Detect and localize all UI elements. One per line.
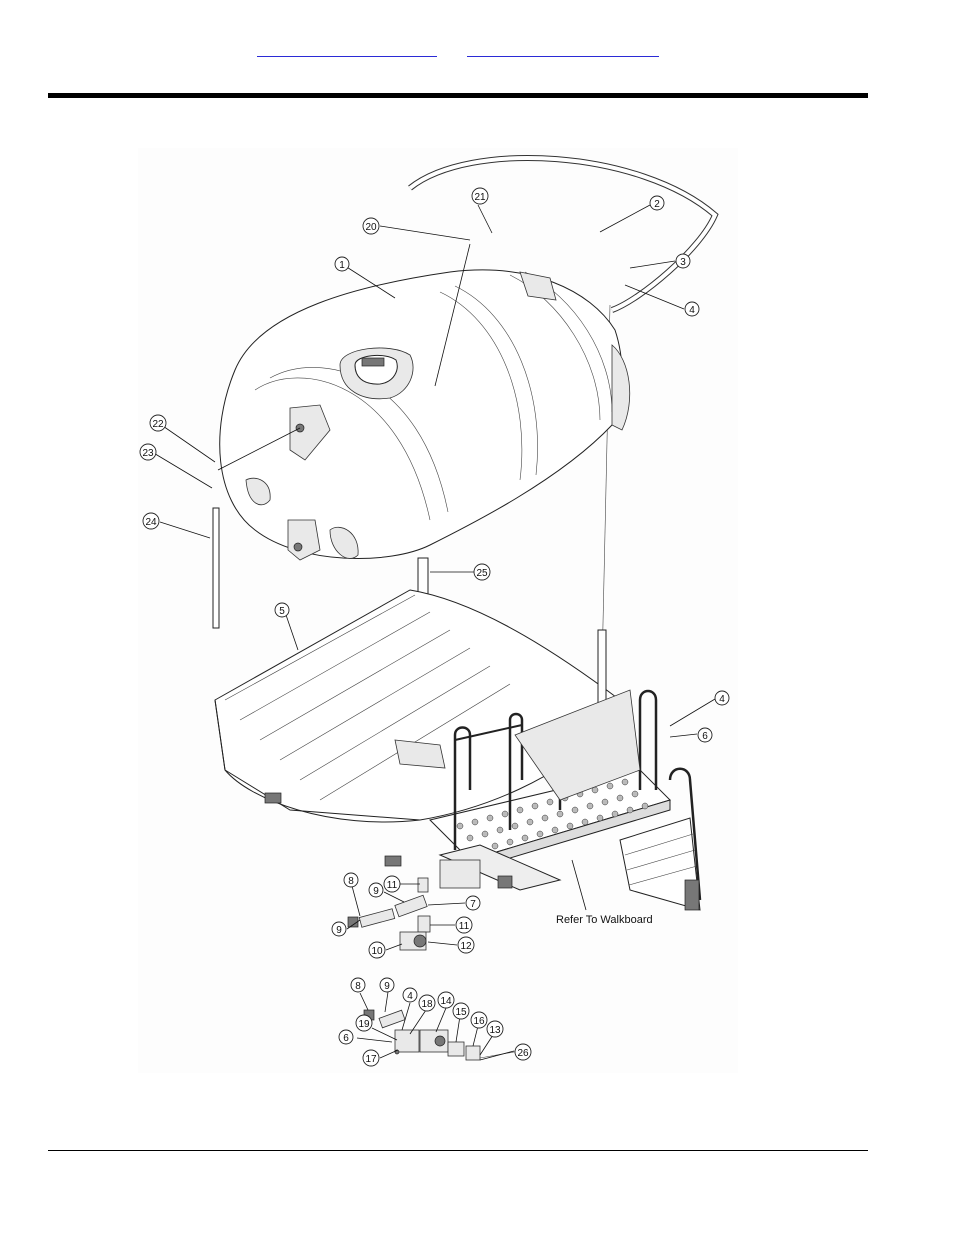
callout-9-mid: 9: [332, 922, 346, 936]
svg-text:13: 13: [489, 1025, 501, 1036]
svg-text:26: 26: [517, 1048, 529, 1059]
callout-9-upper: 9: [369, 883, 383, 897]
svg-text:9: 9: [384, 981, 390, 992]
svg-text:3: 3: [680, 257, 686, 268]
svg-text:18: 18: [421, 999, 433, 1010]
callout-4-lower: 4: [403, 988, 417, 1002]
callout-4-upper: 4: [685, 302, 699, 316]
svg-text:23: 23: [142, 448, 154, 459]
svg-text:4: 4: [689, 305, 695, 316]
callout-23: 23: [140, 444, 156, 460]
svg-text:20: 20: [365, 222, 377, 233]
svg-text:2: 2: [654, 199, 660, 210]
callout-9-lower: 9: [380, 978, 394, 992]
svg-text:4: 4: [407, 991, 413, 1002]
callout-22: 22: [150, 415, 166, 431]
svg-text:25: 25: [476, 568, 488, 579]
svg-text:10: 10: [371, 946, 383, 957]
svg-text:21: 21: [474, 192, 486, 203]
callout-12: 12: [458, 937, 474, 953]
svg-text:9: 9: [373, 886, 379, 897]
callout-13: 13: [487, 1021, 503, 1037]
callout-6-lower: 6: [339, 1030, 353, 1044]
svg-text:12: 12: [460, 941, 472, 952]
callout-15: 15: [453, 1003, 469, 1019]
callout-6-mid: 6: [698, 728, 712, 742]
callout-14: 14: [438, 992, 454, 1008]
callout-17: 17: [363, 1050, 379, 1066]
callout-8-lower: 8: [351, 978, 365, 992]
svg-text:16: 16: [473, 1016, 485, 1027]
svg-text:14: 14: [440, 996, 452, 1007]
svg-text:1: 1: [339, 260, 345, 271]
callout-7: 7: [466, 896, 480, 910]
svg-text:6: 6: [343, 1033, 349, 1044]
svg-text:22: 22: [152, 419, 164, 430]
svg-text:9: 9: [336, 925, 342, 936]
callout-19: 19: [356, 1015, 372, 1031]
callout-4-mid: 4: [715, 691, 729, 705]
svg-text:8: 8: [348, 876, 354, 887]
callout-11-mid: 11: [456, 917, 472, 933]
callout-26: 26: [515, 1044, 531, 1060]
callout-24: 24: [143, 513, 159, 529]
callout-3: 3: [676, 254, 690, 268]
svg-text:7: 7: [470, 899, 476, 910]
svg-text:19: 19: [358, 1019, 370, 1030]
callout-2: 2: [650, 196, 664, 210]
callout-10: 10: [369, 942, 385, 958]
svg-text:5: 5: [279, 606, 285, 617]
callout-16: 16: [471, 1012, 487, 1028]
callout-5: 5: [275, 603, 289, 617]
svg-text:8: 8: [355, 981, 361, 992]
callout-20: 20: [363, 218, 379, 234]
bottom-rule: [48, 1150, 868, 1151]
svg-text:24: 24: [145, 517, 157, 528]
callout-21: 21: [472, 188, 488, 204]
callout-11-upper: 11: [384, 876, 400, 892]
svg-text:17: 17: [365, 1054, 377, 1065]
callout-8-upper: 8: [344, 873, 358, 887]
svg-text:6: 6: [702, 731, 708, 742]
svg-text:11: 11: [387, 880, 398, 891]
svg-text:15: 15: [455, 1007, 467, 1018]
callout-1: 1: [335, 257, 349, 271]
walkboard-note: Refer To Walkboard: [556, 914, 653, 926]
callout-18: 18: [419, 995, 435, 1011]
callout-25: 25: [474, 564, 490, 580]
svg-text:11: 11: [459, 921, 470, 932]
svg-text:4: 4: [719, 694, 725, 705]
